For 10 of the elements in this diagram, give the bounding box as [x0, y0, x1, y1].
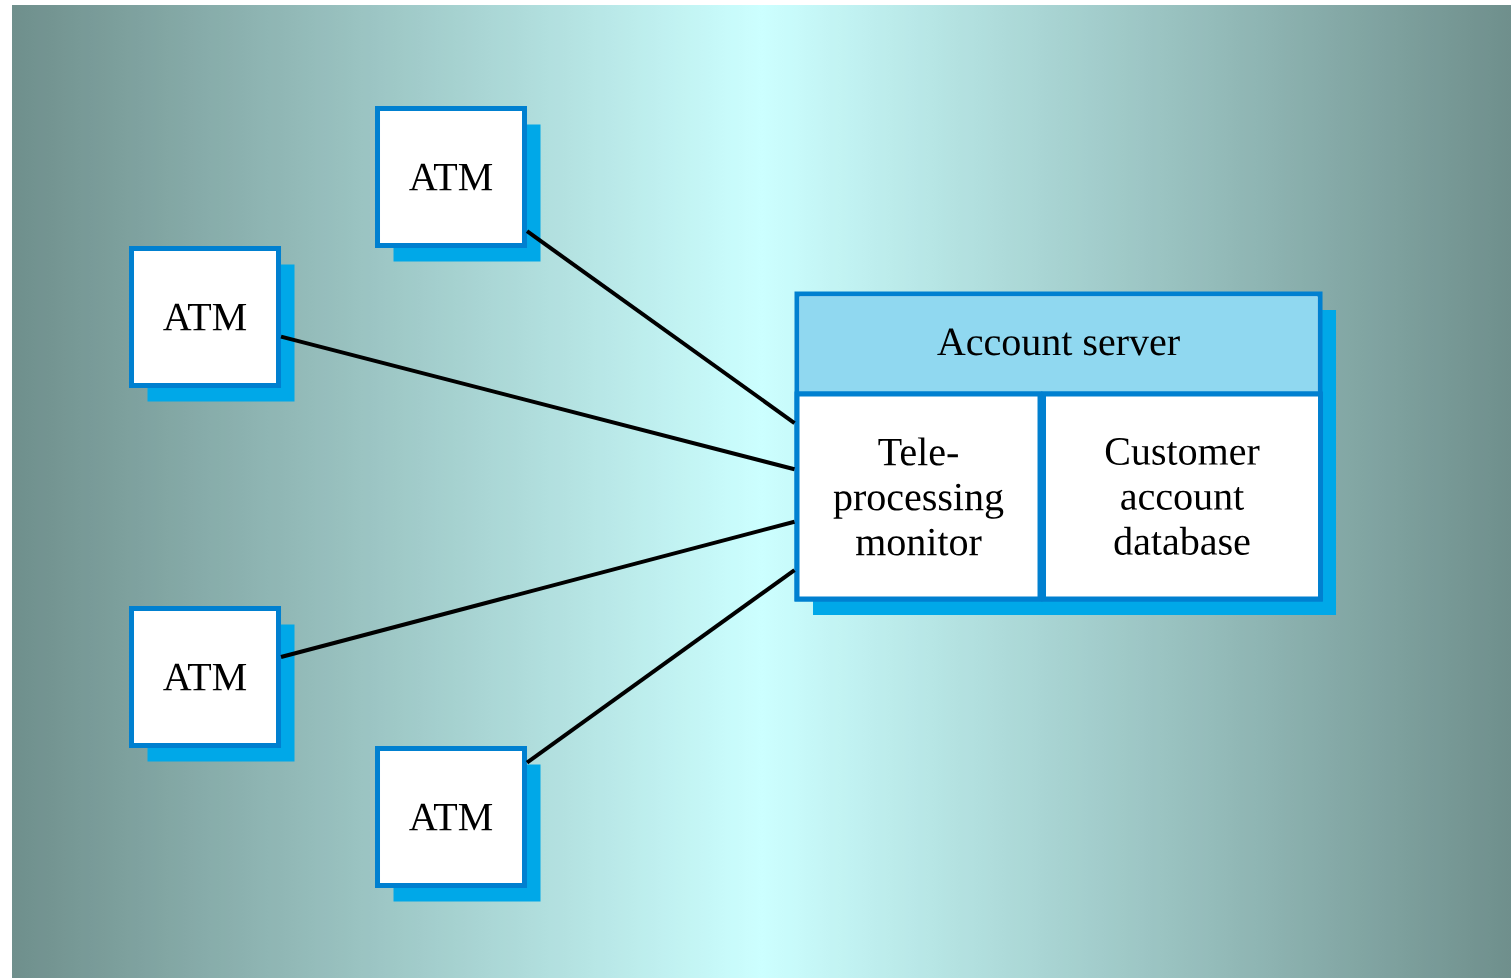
connector-line	[280, 334, 795, 472]
connector-line	[525, 568, 796, 765]
atm-box: ATM	[129, 606, 295, 762]
component-box: Tele-processing monitor	[794, 391, 1043, 602]
atm-box: ATM	[129, 246, 295, 402]
component-box: Customer account database	[1041, 391, 1323, 602]
atm-box: ATM	[375, 106, 541, 262]
atm-box: ATM	[375, 746, 541, 902]
connector-line	[280, 519, 795, 659]
connector-line	[525, 229, 796, 425]
